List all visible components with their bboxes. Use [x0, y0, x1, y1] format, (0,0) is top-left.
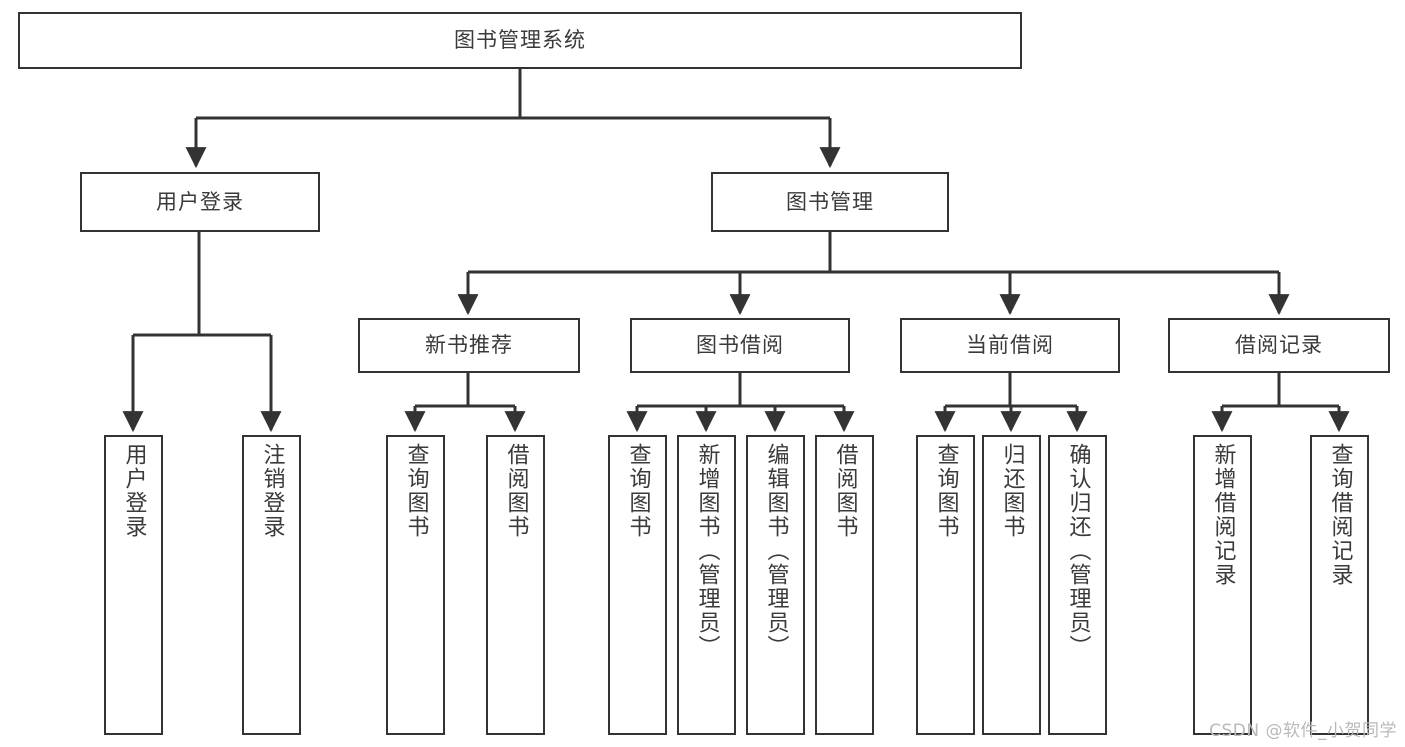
node-book-management-label: 图书管理	[786, 189, 874, 214]
node-leaf-logout-login[interactable]: 注销登录	[242, 435, 301, 735]
node-user-login[interactable]: 用户登录	[80, 172, 320, 232]
node-leaf-query-book-borrow-label: 查询图书	[625, 443, 651, 539]
node-leaf-confirm-return-label: 确认归还（管理员）	[1065, 443, 1091, 659]
node-leaf-borrow-book-rec[interactable]: 借阅图书	[486, 435, 545, 735]
node-leaf-query-book-rec-label: 查询图书	[403, 443, 429, 539]
node-leaf-add-record-label: 新增借阅记录	[1210, 443, 1236, 587]
node-borrow-record[interactable]: 借阅记录	[1168, 318, 1390, 373]
node-root[interactable]: 图书管理系统	[18, 12, 1022, 69]
node-new-book-recommend-label: 新书推荐	[425, 333, 513, 358]
node-leaf-user-login[interactable]: 用户登录	[104, 435, 163, 735]
node-leaf-return-book[interactable]: 归还图书	[982, 435, 1041, 735]
node-leaf-return-book-label: 归还图书	[999, 443, 1025, 539]
node-leaf-borrow-book-label: 借阅图书	[832, 443, 858, 539]
node-leaf-edit-book-label: 编辑图书（管理员）	[763, 443, 789, 659]
node-leaf-query-book-borrow[interactable]: 查询图书	[608, 435, 667, 735]
node-user-login-label: 用户登录	[156, 189, 244, 214]
node-borrow-record-label: 借阅记录	[1235, 333, 1323, 358]
node-leaf-borrow-book[interactable]: 借阅图书	[815, 435, 874, 735]
node-leaf-add-book-label: 新增图书（管理员）	[694, 443, 720, 659]
node-current-borrow-label: 当前借阅	[966, 333, 1054, 358]
node-root-label: 图书管理系统	[454, 28, 586, 53]
node-leaf-query-book-rec[interactable]: 查询图书	[386, 435, 445, 735]
node-new-book-recommend[interactable]: 新书推荐	[358, 318, 580, 373]
node-leaf-confirm-return[interactable]: 确认归还（管理员）	[1048, 435, 1107, 735]
node-book-borrow[interactable]: 图书借阅	[630, 318, 850, 373]
node-book-borrow-label: 图书借阅	[696, 333, 784, 358]
node-leaf-logout-login-label: 注销登录	[259, 443, 285, 539]
node-current-borrow[interactable]: 当前借阅	[900, 318, 1120, 373]
node-leaf-edit-book[interactable]: 编辑图书（管理员）	[746, 435, 805, 735]
node-leaf-user-login-label: 用户登录	[121, 443, 147, 539]
node-leaf-query-record-label: 查询借阅记录	[1327, 443, 1353, 587]
node-leaf-query-record[interactable]: 查询借阅记录	[1310, 435, 1369, 735]
node-book-management[interactable]: 图书管理	[711, 172, 949, 232]
node-leaf-query-book-cur[interactable]: 查询图书	[916, 435, 975, 735]
node-leaf-borrow-book-rec-label: 借阅图书	[503, 443, 529, 539]
node-leaf-add-book[interactable]: 新增图书（管理员）	[677, 435, 736, 735]
node-leaf-query-book-cur-label: 查询图书	[933, 443, 959, 539]
node-leaf-add-record[interactable]: 新增借阅记录	[1193, 435, 1252, 735]
